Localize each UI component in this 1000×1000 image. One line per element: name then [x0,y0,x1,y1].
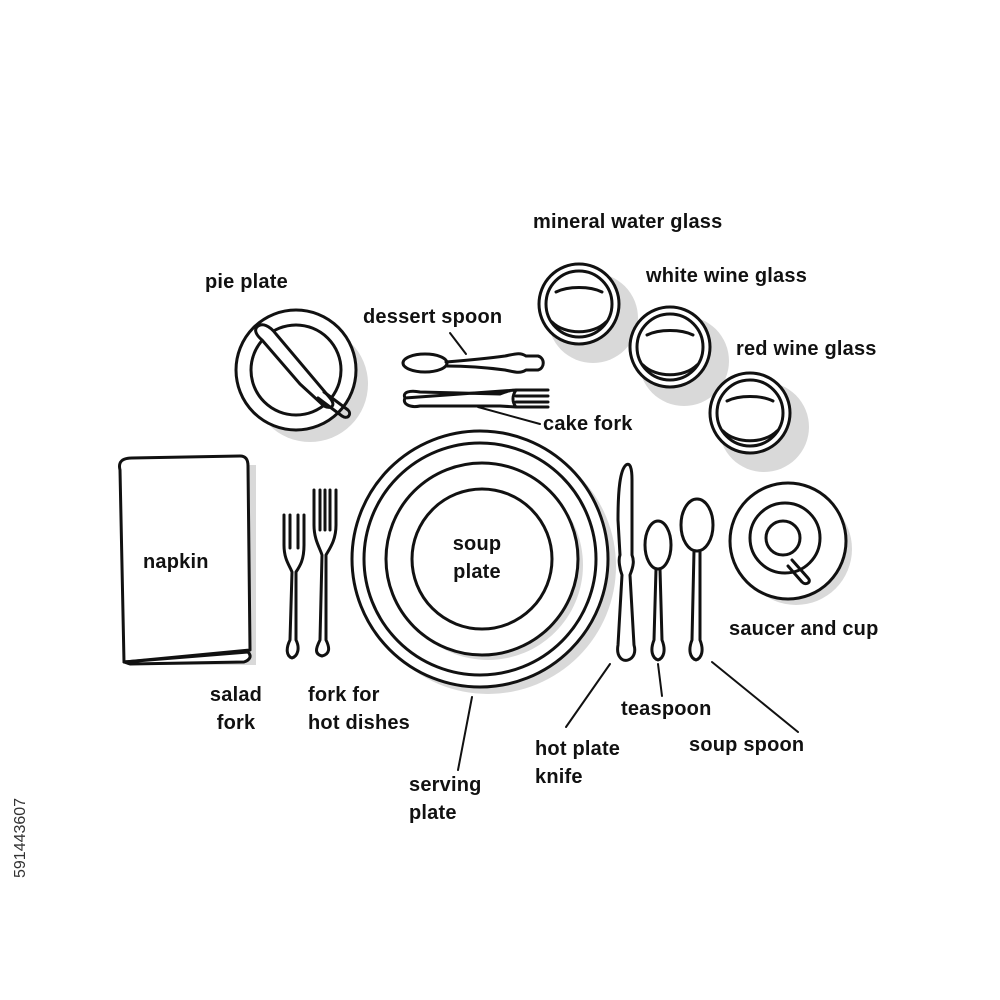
label-white-wine-glass: white wine glass [646,265,808,287]
label-mineral-water-glass: mineral water glass [533,211,723,233]
label-serving-plate-line2: plate [409,802,457,824]
label-hot-plate-knife-line2: knife [535,766,583,788]
label-hot-plate-knife-line1: hot plate [535,738,621,760]
salad-fork-icon [282,513,306,660]
label-cake-fork: cake fork [543,413,633,435]
leader-lines [449,332,799,771]
label-fork-hot-line1: fork for [308,684,380,706]
label-soup-plate-line2: plate [453,561,501,583]
label-fork-for-hot-dishes: fork for hot dishes [308,681,410,737]
label-napkin: napkin [143,551,209,573]
pie-plate-icon [234,308,368,442]
label-red-wine-glass: red wine glass [736,338,877,360]
label-teaspoon: teaspoon [621,698,712,720]
teaspoon-icon [643,519,673,662]
soup-spoon-icon [679,497,715,662]
label-serving-plate: serving plate [409,771,482,827]
label-soup-plate-line1: soup [452,533,502,555]
soup-plate-icon [384,461,583,660]
napkin-icon [118,454,256,666]
label-pie-plate: pie plate [205,271,288,293]
label-soup-spoon: soup spoon [689,734,805,756]
hot-plate-knife-icon [616,462,637,662]
label-salad-fork-line2: fork [216,712,256,734]
white-wine-glass-icon [628,305,729,406]
saucer-and-cup-icon [728,481,852,605]
label-fork-hot-line2: hot dishes [308,712,411,734]
label-hot-plate-knife: hot plate knife [535,735,620,791]
dessert-spoon-icon [401,352,545,374]
label-salad-fork-line1: salad [209,684,263,706]
mineral-water-glass-icon [537,262,638,363]
label-salad-fork: salad fork [196,681,276,737]
label-saucer-and-cup: saucer and cup [729,618,879,640]
stock-id: 591443607 [12,797,29,878]
label-soup-plate: soup plate [432,530,522,586]
label-serving-plate-line1: serving [409,774,482,796]
hot-dish-fork-icon [312,488,338,658]
red-wine-glass-icon [708,371,809,472]
label-dessert-spoon: dessert spoon [363,306,503,328]
cake-fork-icon [402,388,550,409]
